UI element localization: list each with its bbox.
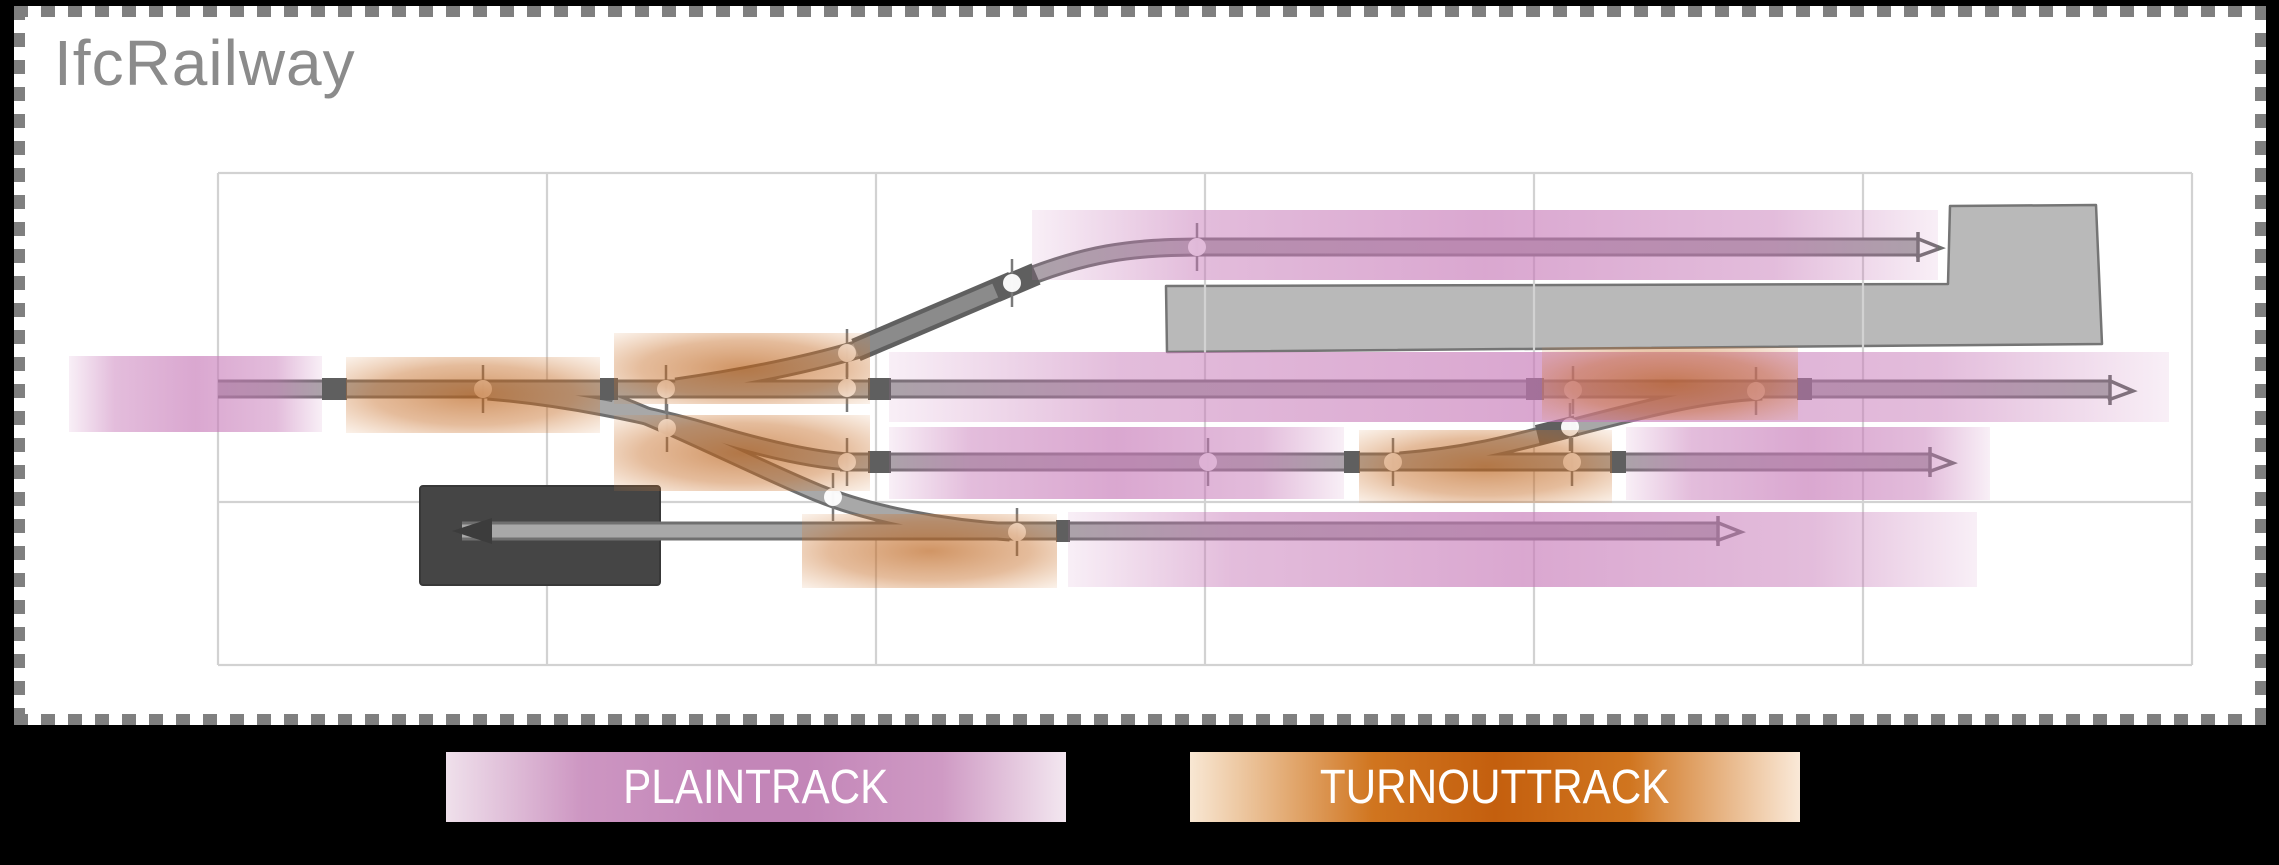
turnouttrack-highlight <box>1359 430 1612 503</box>
plaintrack-highlight <box>1068 512 1977 587</box>
legend-item-turnouttrack: TURNOUTTRACK <box>1190 752 1800 822</box>
plaintrack-highlights <box>69 210 2169 587</box>
plaintrack-highlight <box>889 427 1344 499</box>
legend-label-plaintrack: PLAINTRACK <box>623 760 889 814</box>
plaintrack-highlight <box>889 352 2169 422</box>
dashed-border-left <box>14 6 25 725</box>
arrow-track4-start <box>452 518 492 544</box>
dashed-border-bottom <box>14 714 2266 725</box>
turnouttrack-highlight <box>614 415 870 491</box>
plaintrack-highlight <box>1032 210 1938 280</box>
turnouttrack-highlight <box>1542 347 1798 420</box>
turnouttrack-highlight <box>614 333 870 404</box>
turnouttrack-highlights <box>346 333 1798 588</box>
legend-label-turnouttrack: TURNOUTTRACK <box>1320 760 1670 814</box>
figure-title: IfcRailway <box>54 27 356 99</box>
plaintrack-highlight <box>1626 427 1990 500</box>
dashed-border-right <box>2255 6 2266 725</box>
plaintrack-highlight <box>69 356 322 432</box>
legend-item-plaintrack: PLAINTRACK <box>446 752 1066 822</box>
dashed-border-top <box>14 6 2266 17</box>
turnouttrack-highlight <box>802 514 1057 588</box>
turnouttrack-highlight <box>346 357 600 433</box>
